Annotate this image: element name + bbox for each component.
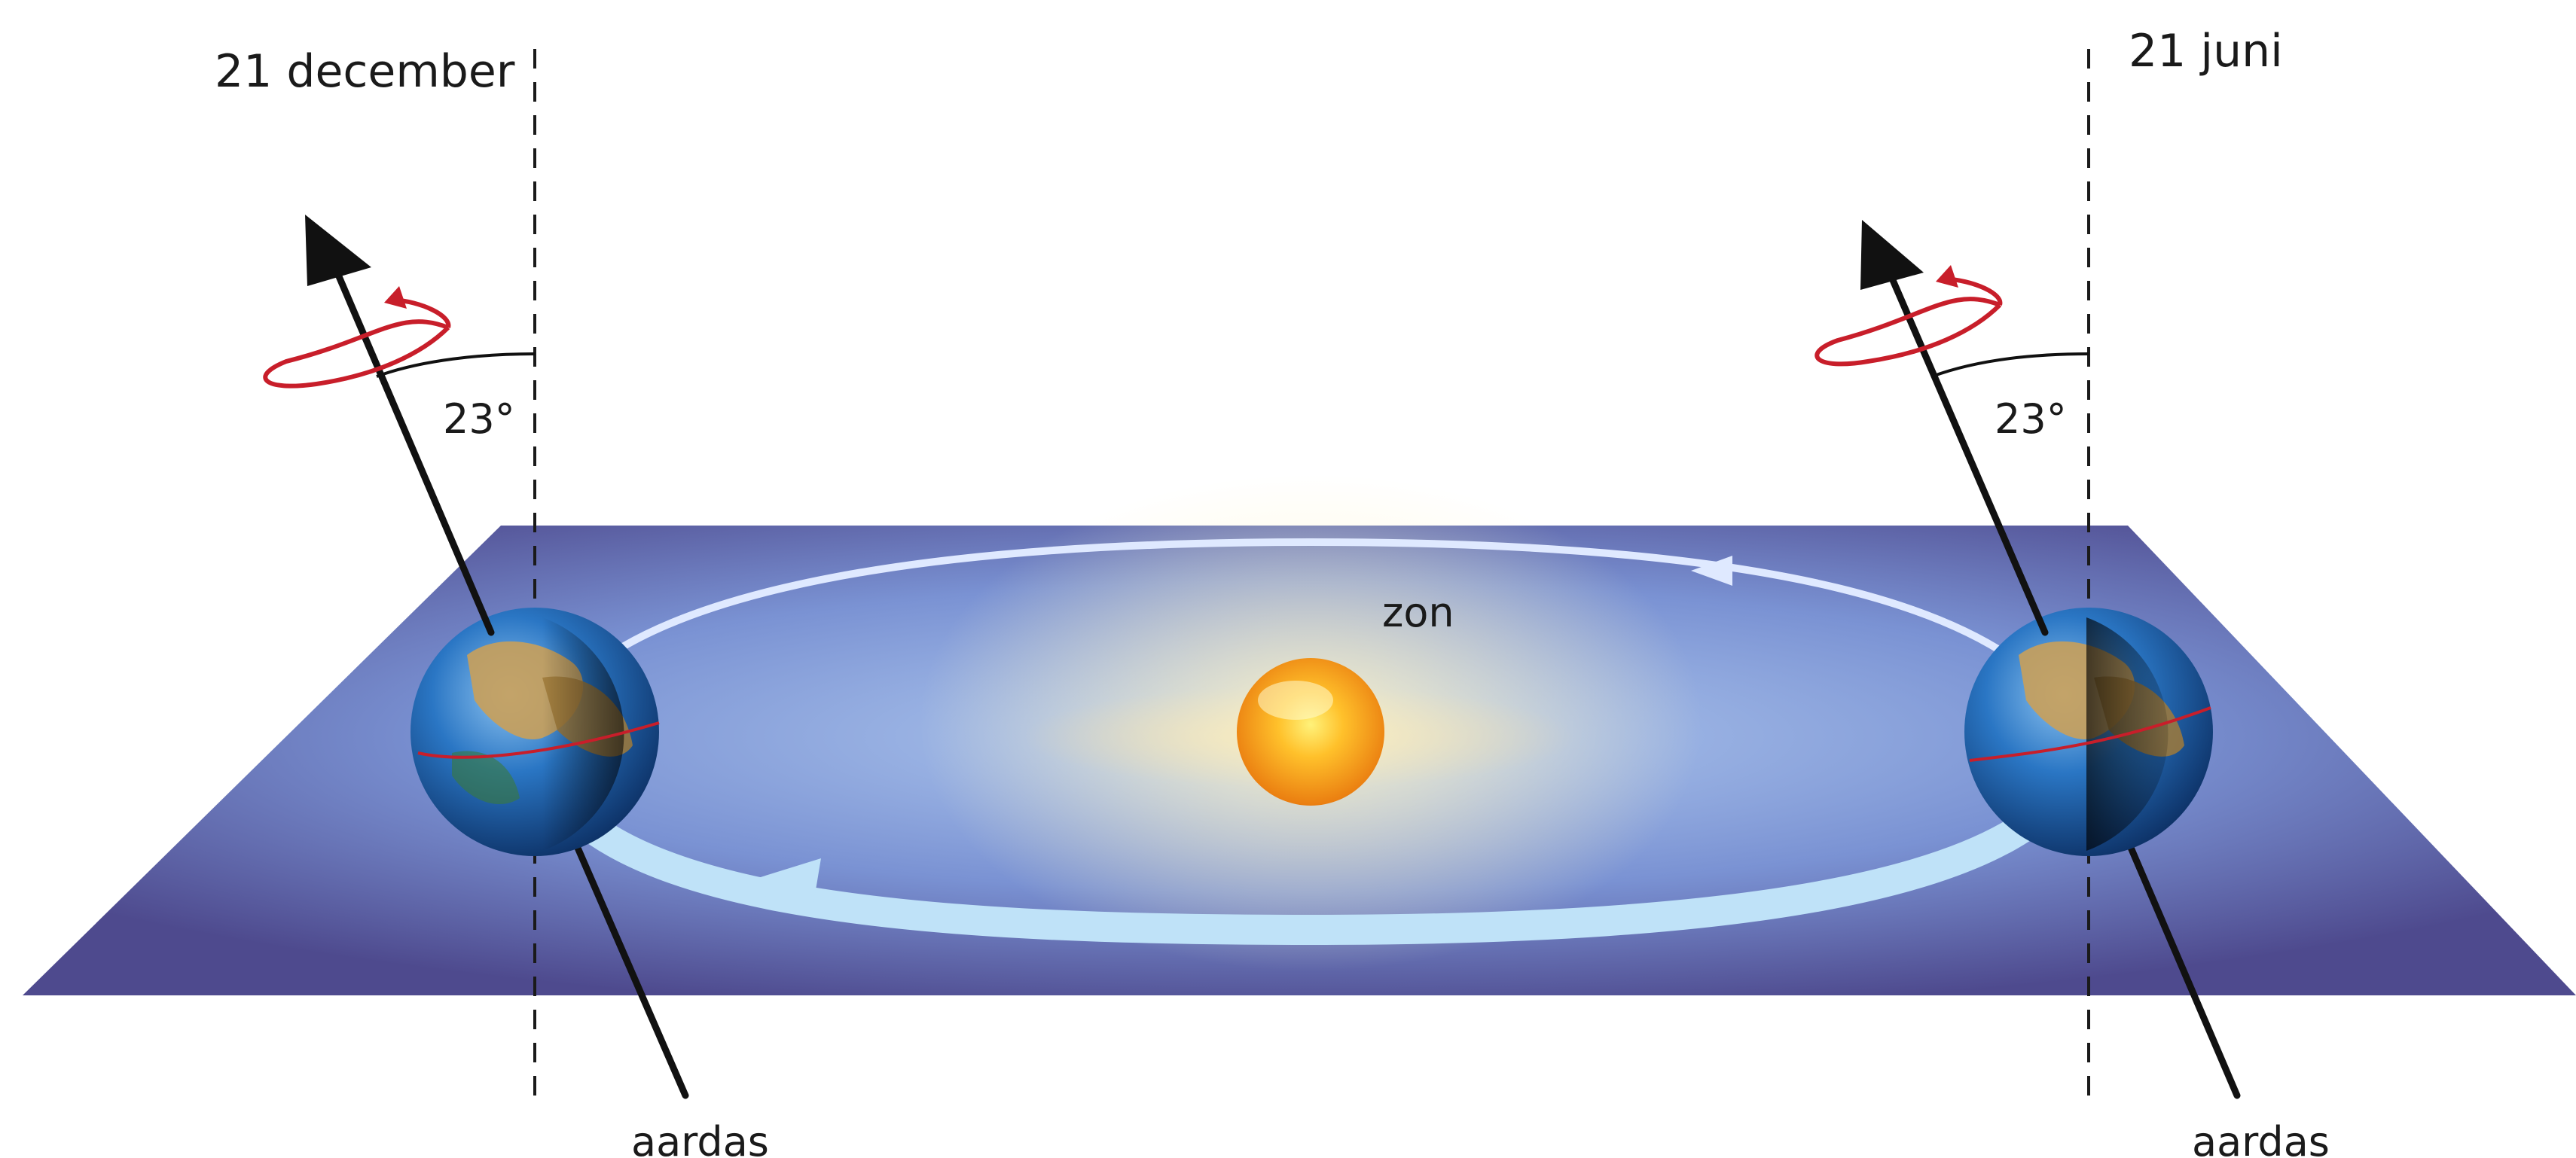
- orbit-front-path: [520, 734, 2101, 946]
- sun-highlight: [1258, 681, 1333, 720]
- rotation-arrow-icon: [263, 286, 451, 389]
- tilt-angle-arc-right: [1931, 352, 2089, 378]
- tilt-angle-label-right: 23°: [1995, 395, 2067, 443]
- date-label-left: 21 december: [215, 45, 515, 98]
- orbit-back-path: [531, 538, 2090, 751]
- axis-arrowhead-left: [305, 215, 371, 286]
- axis-label-left: aardas: [631, 1118, 769, 1158]
- date-label-right: 21 juni: [2129, 25, 2283, 78]
- sun-label: zon: [1382, 589, 1454, 636]
- earth-globe-icon: [411, 608, 660, 856]
- sun-icon: [1237, 658, 1384, 806]
- axis-label-right: aardas: [2192, 1118, 2330, 1158]
- orbit-direction-arrow-front: [719, 858, 821, 904]
- tilt-angle-label-left: 23°: [443, 395, 515, 443]
- earth-globe-icon: [1964, 608, 2213, 856]
- axis-arrowhead-right: [1860, 220, 1924, 290]
- earth-axis-left-upper: [322, 241, 495, 636]
- rotation-arrow-icon: [1814, 265, 2003, 367]
- tilt-angle-arc-left: [376, 352, 536, 378]
- orbit-direction-arrow-back: [1691, 556, 1732, 586]
